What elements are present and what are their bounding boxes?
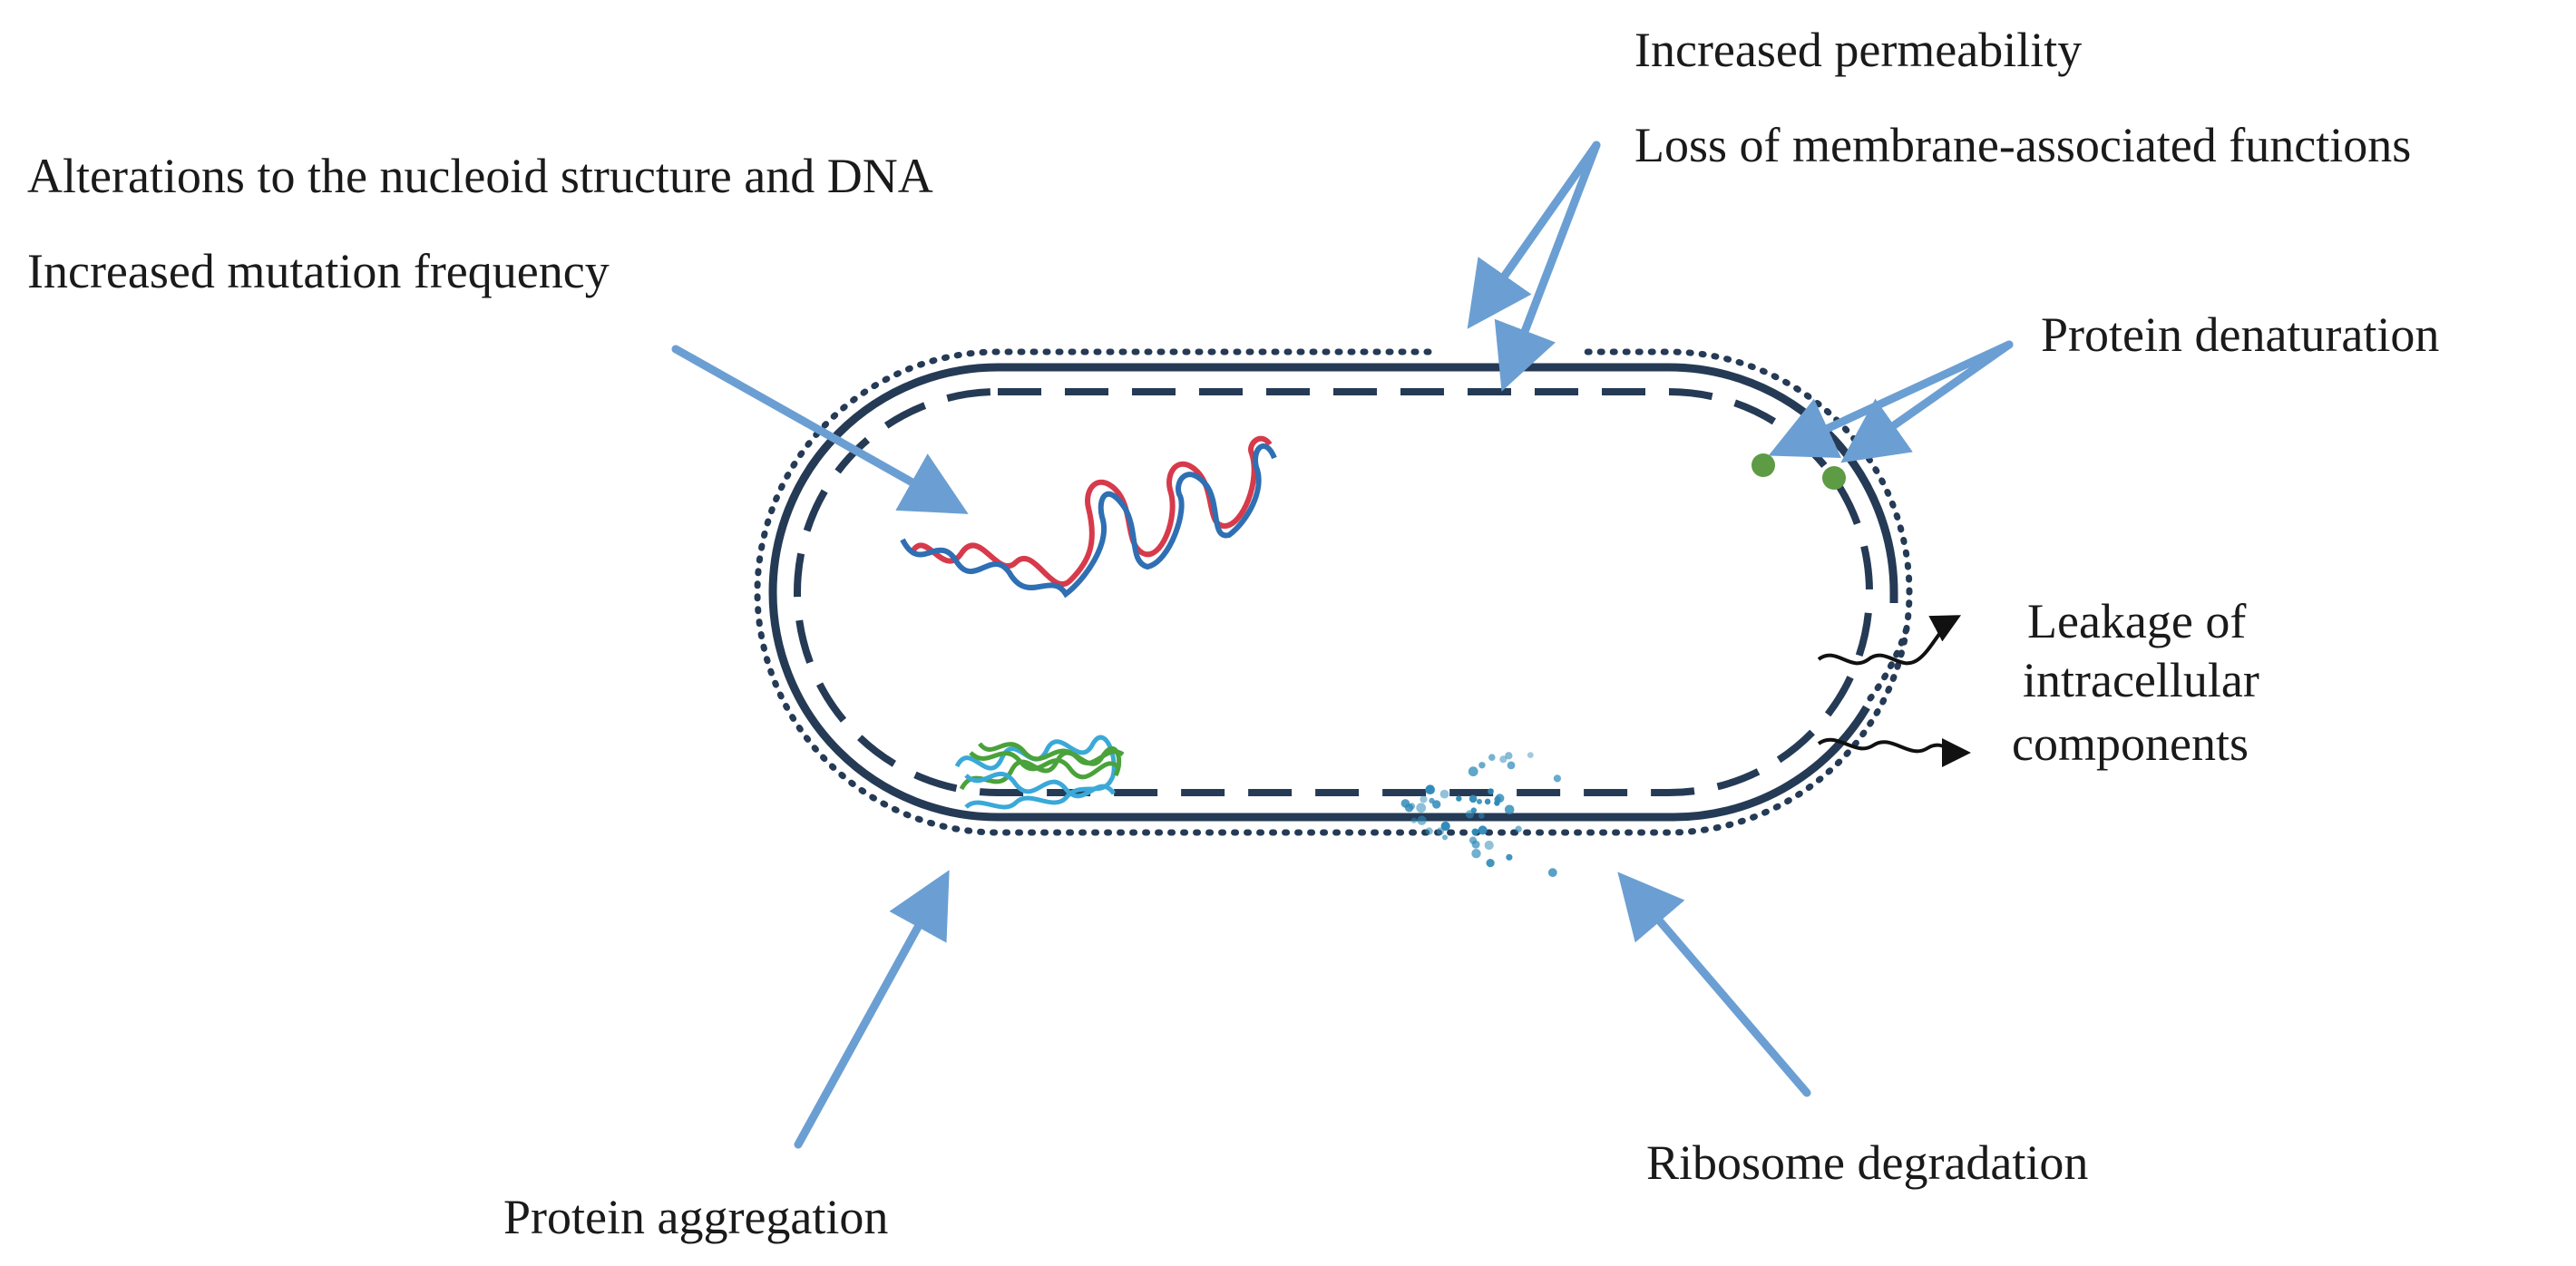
ribosome-dot: [1506, 853, 1513, 861]
denatured-protein-icon: [1751, 453, 1775, 477]
ribosome-dot: [1488, 788, 1494, 795]
ribosome-dot: [1429, 797, 1435, 804]
arrow-aggregation: [794, 870, 950, 1149]
ribosome-dot: [1471, 840, 1480, 849]
label-increased-permeability: Increased permeability: [1634, 23, 2082, 77]
label-mutation-frequency: Increased mutation frequency: [27, 244, 610, 298]
ribosome-dot: [1416, 803, 1427, 813]
ribosome-dot: [1432, 800, 1441, 809]
ribosome-dot: [1468, 766, 1478, 777]
dna-strand-blue: [900, 443, 1277, 599]
label-loss-membrane-functions: Loss of membrane-associated functions: [1634, 118, 2411, 172]
ribosome-dot: [1465, 810, 1475, 819]
arrow-permeability-right: [1494, 141, 1601, 392]
ribosome-dot: [1408, 803, 1416, 810]
ribosome-dot: [1420, 795, 1428, 803]
ribosome-dot: [1484, 840, 1494, 851]
ribosome-dot: [1477, 798, 1482, 804]
outer-membrane-solid-lower: [768, 363, 1870, 822]
ribosome-dot: [1478, 813, 1485, 819]
ribosome-dot: [1505, 752, 1513, 760]
ribosome-dot: [1426, 786, 1432, 793]
outer-wall-dotted-right: [1867, 622, 1911, 702]
ribosome-dot: [1417, 815, 1427, 825]
ribosome-dot: [1442, 834, 1448, 841]
ribosome-dot: [1478, 825, 1488, 835]
ribosome-dot: [1478, 762, 1486, 769]
cell-envelope: [754, 348, 1913, 836]
ribosome-dots-icon: [1400, 752, 1561, 878]
label-leakage-line2: intracellular: [2023, 653, 2259, 707]
ribosome-dot: [1553, 774, 1561, 783]
ribosome-dot: [1469, 794, 1478, 803]
label-leakage-line3: components: [2012, 716, 2249, 771]
inner-membrane-dashed: [794, 388, 1874, 796]
denatured-protein-icon: [1822, 466, 1846, 490]
ribosome-dot: [1484, 798, 1491, 805]
ribosome-dot: [1400, 799, 1410, 808]
ribosome-dot: [1440, 821, 1450, 832]
ribosome-dot: [1439, 789, 1449, 799]
ribosome-dot: [1410, 817, 1418, 823]
ribosome-dot: [1515, 825, 1522, 833]
ribosome-dot: [1425, 827, 1433, 835]
ribosome-dot: [1504, 804, 1515, 815]
ribosome-dot: [1499, 755, 1508, 764]
ribosome-dot: [1547, 868, 1557, 878]
label-protein-denaturation: Protein denaturation: [2041, 307, 2439, 362]
dna-helix-icon: [900, 435, 1277, 599]
ribosome-dot: [1486, 859, 1495, 868]
ribosome-dot: [1456, 795, 1462, 802]
ribosome-dot: [1425, 784, 1435, 794]
outer-membrane-solid: [998, 363, 1898, 603]
pointer-arrows: [671, 141, 2014, 1149]
leakage-arrow-lower: [1817, 737, 1971, 767]
ribosome-dot: [1494, 800, 1500, 806]
ribosome-dot: [1488, 754, 1496, 761]
arrow-nucleoid: [671, 345, 969, 514]
ribosome-dot: [1527, 752, 1534, 758]
arrow-ribosome: [1617, 872, 1811, 1097]
ribosome-dot: [1471, 849, 1481, 859]
label-leakage-line1: Leakage of: [2027, 594, 2246, 648]
label-nucleoid-alterations: Alterations to the nucleoid structure an…: [27, 149, 933, 203]
protein-aggregate-icon: [954, 735, 1125, 810]
label-ribosome-degradation: Ribosome degradation: [1646, 1135, 2088, 1190]
leakage-arrow-upper: [1817, 615, 1962, 666]
arrow-permeability-left: [1467, 141, 1601, 329]
outer-wall-dotted: [754, 348, 1913, 836]
ribosome-dot: [1471, 828, 1479, 836]
ribosome-dot: [1507, 761, 1516, 770]
arrow-denaturation-left: [1768, 340, 2014, 459]
label-protein-aggregation: Protein aggregation: [503, 1190, 888, 1244]
arrow-denaturation-right: [1840, 340, 2014, 463]
